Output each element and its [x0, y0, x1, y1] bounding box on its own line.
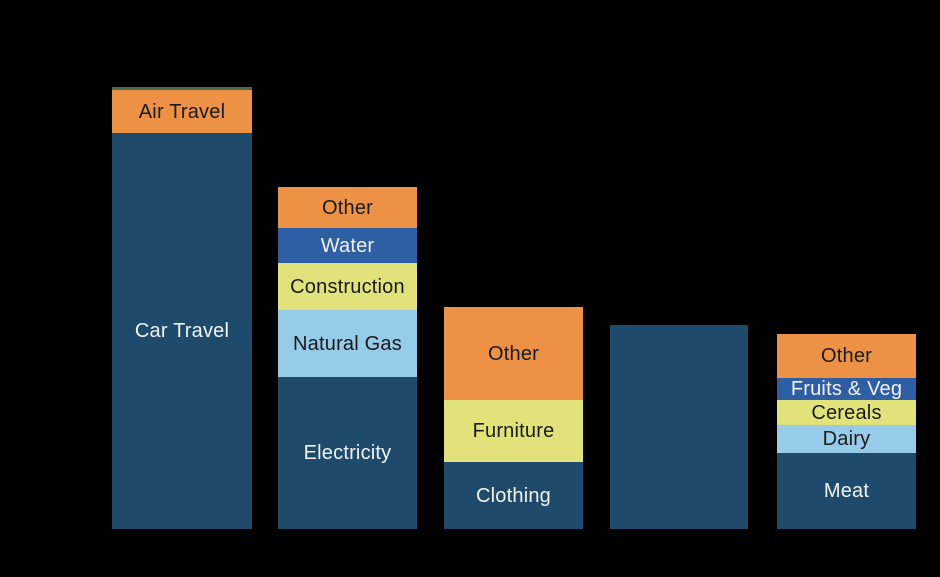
- bar-1: Car Travel Air Travel: [112, 87, 252, 529]
- segment-label: Furniture: [472, 420, 555, 442]
- segment-label: Dairy: [822, 428, 871, 450]
- segment-label: Meat: [823, 480, 870, 502]
- segment-electricity: Electricity: [278, 377, 417, 529]
- segment-label: Air Travel: [138, 100, 226, 123]
- segment-label: Other: [321, 196, 374, 219]
- segment-water: Water: [278, 228, 417, 263]
- segment-label: Cereals: [811, 401, 882, 424]
- segment-meat: Meat: [777, 453, 916, 529]
- segment-other: Other: [777, 334, 916, 378]
- segment-natural-gas: Natural Gas: [278, 310, 417, 377]
- segment-clothing: Clothing: [444, 462, 583, 529]
- segment-unlabeled: [610, 325, 748, 529]
- segment-label: Car Travel: [134, 320, 230, 342]
- segment-unlabeled: [112, 87, 252, 90]
- segment-dairy: Dairy: [777, 425, 916, 453]
- segment-label: Water: [320, 234, 375, 257]
- bar-3: Clothing Furniture Other: [444, 307, 583, 529]
- segment-label: Other: [820, 345, 873, 367]
- segment-furniture: Furniture: [444, 400, 583, 462]
- segment-label: Other: [487, 342, 540, 365]
- segment-label: Electricity: [303, 442, 392, 464]
- segment-label: Natural Gas: [293, 332, 402, 355]
- bar-4: [610, 325, 748, 529]
- segment-cereals: Cereals: [777, 400, 916, 425]
- segment-car-travel: Car Travel: [112, 133, 252, 529]
- segment-other: Other: [444, 307, 583, 400]
- segment-other: Other: [278, 187, 417, 228]
- segment-construction: Construction: [278, 263, 417, 310]
- segment-label: Fruits & Veg: [790, 378, 903, 400]
- bar-2: Electricity Natural Gas Construction Water O…: [278, 187, 417, 529]
- segment-label: Clothing: [476, 484, 551, 507]
- segment-fruits-and-veg: Fruits & Veg: [777, 378, 916, 400]
- segment-air-travel: Air Travel: [112, 90, 252, 133]
- segment-label: Construction: [290, 275, 405, 298]
